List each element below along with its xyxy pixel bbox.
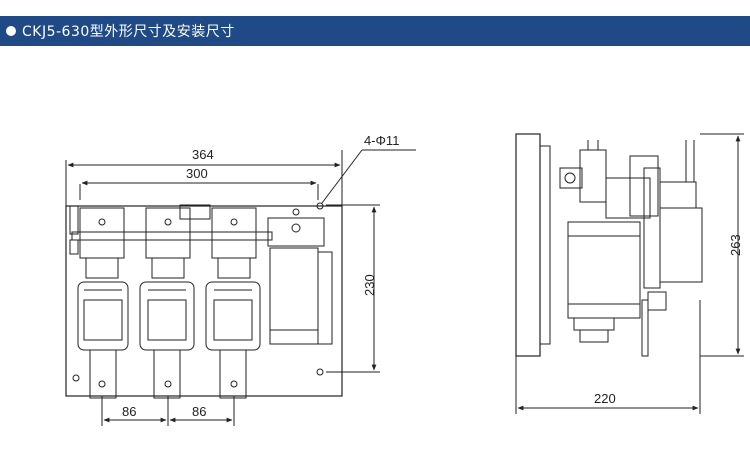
bullet-icon — [6, 26, 16, 36]
dim-mount-width-label: 300 — [186, 166, 208, 181]
title-bar: CKJ5-630型外形尺寸及安装尺寸 — [0, 16, 750, 46]
dim-line-230 — [326, 204, 380, 373]
pole-1 — [77, 207, 129, 399]
pole-3 — [205, 207, 261, 399]
dim-pole-pitch-1-label: 86 — [122, 404, 136, 419]
dim-depth-label: 220 — [594, 391, 616, 406]
pole-2 — [139, 207, 195, 399]
dim-mount-height-label: 230 — [362, 274, 377, 296]
auxiliary-switch — [267, 208, 333, 345]
dim-height-label: 263 — [728, 234, 743, 256]
mounting-holes — [72, 202, 324, 382]
dim-line-220 — [515, 300, 701, 414]
dim-pole-pitch-2-label: 86 — [192, 404, 206, 419]
dim-line-86 — [101, 396, 235, 426]
dim-overall-width-label: 364 — [192, 147, 214, 162]
hole-callout-label: 4-Φ11 — [364, 133, 399, 148]
page-title: CKJ5-630型外形尺寸及安装尺寸 — [22, 24, 235, 40]
side-view — [515, 133, 744, 414]
dim-line-300 — [79, 180, 319, 200]
front-view — [65, 149, 416, 426]
dim-line-263 — [700, 133, 744, 357]
